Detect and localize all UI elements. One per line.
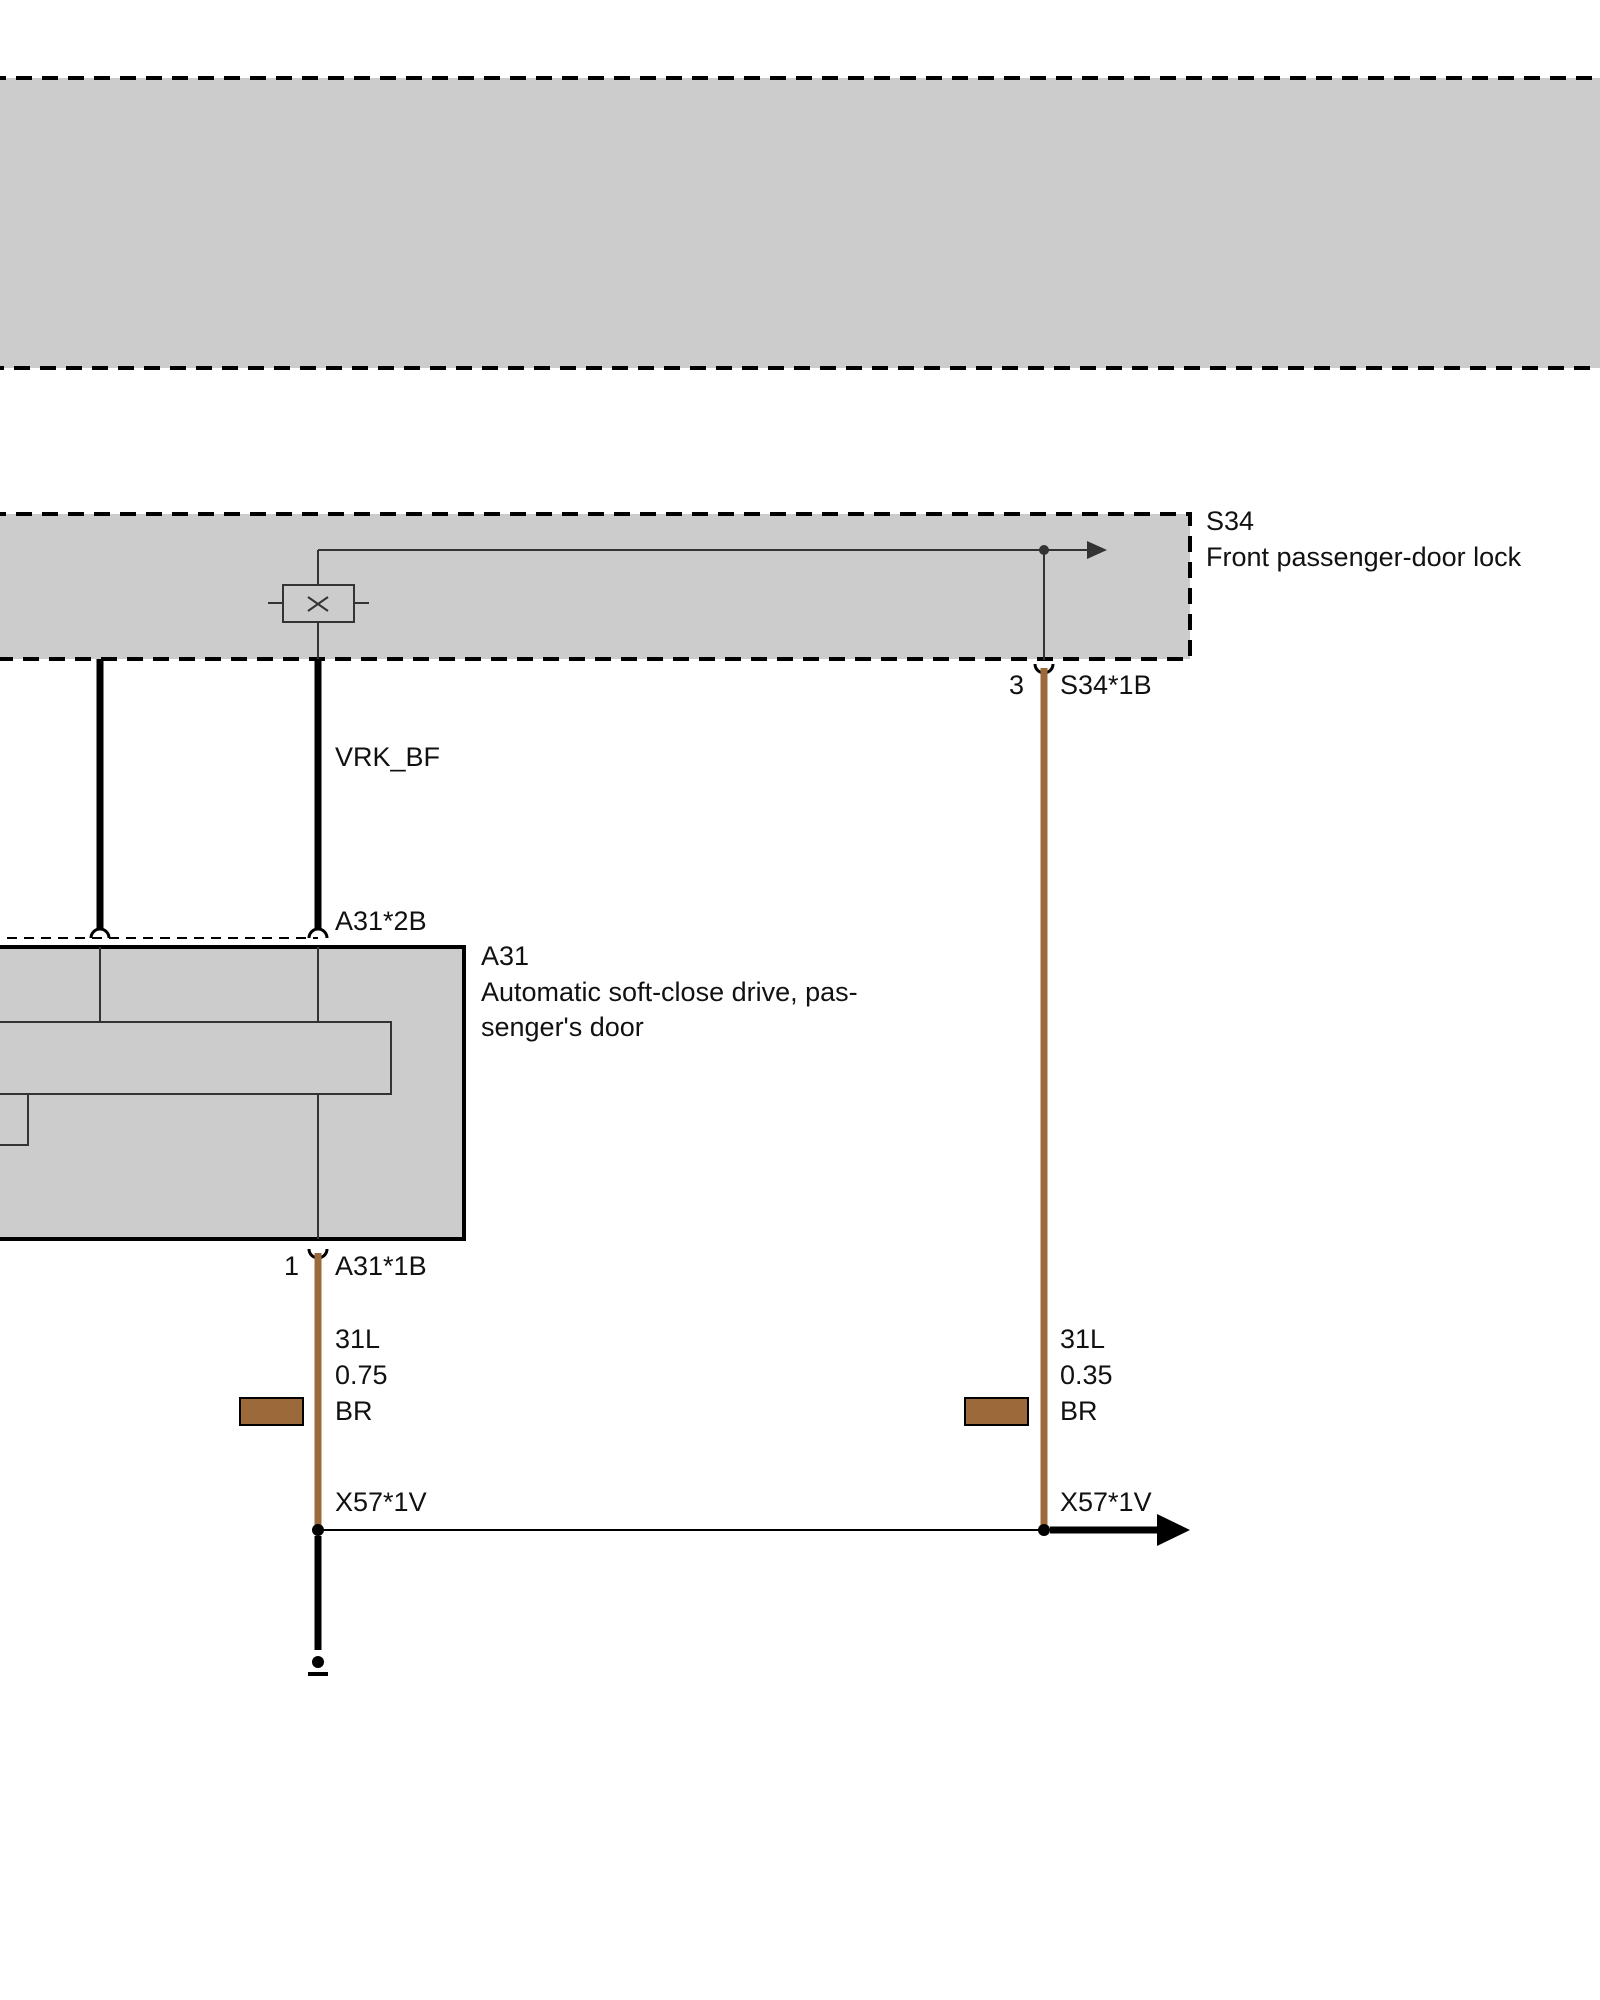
a31-internal-wiring: [0, 947, 392, 1239]
a31-2b-pin-right-icon: [307, 927, 329, 939]
s34-pin-number-label: 3: [1009, 670, 1024, 700]
s34-door-lock-box: [0, 512, 1192, 661]
a31-code-label: A31: [481, 941, 529, 971]
left-wire-color-swatch: [239, 1397, 304, 1426]
s34-name-label: Front passenger-door lock: [1206, 542, 1522, 572]
vrk-bf-signal-label: VRK_BF: [335, 742, 440, 772]
a31-2b-connector-label: A31*2B: [335, 906, 427, 936]
left-wire-color-label: BR: [335, 1396, 373, 1426]
a31-name-line1-label: Automatic soft-close drive, pas-: [481, 977, 858, 1007]
top-component-region: [0, 76, 1600, 370]
left-wire-terminal-label: 31L: [335, 1324, 380, 1354]
s34-connector-label: S34*1B: [1060, 670, 1152, 700]
s34-internal-arrow-icon: [1087, 541, 1107, 559]
ground-end-dot: [312, 1656, 324, 1668]
x57-right-junction-label: X57*1V: [1060, 1487, 1152, 1517]
right-wire-gauge-label: 0.35: [1060, 1360, 1113, 1390]
s34-switch-icon: [282, 584, 355, 623]
x57-left-junction-dot: [312, 1524, 324, 1536]
x57-right-junction-dot: [1038, 1524, 1050, 1536]
a31-pin-number-label: 1: [284, 1251, 299, 1281]
right-wire-color-swatch: [964, 1397, 1029, 1426]
right-wire-terminal-label: 31L: [1060, 1324, 1105, 1354]
right-wire-color-label: BR: [1060, 1396, 1098, 1426]
s34-code-label: S34: [1206, 506, 1254, 536]
s34-junction-dot: [1039, 545, 1049, 555]
x57-output-arrow-icon: [1157, 1514, 1190, 1546]
x57-left-junction-label: X57*1V: [335, 1487, 427, 1517]
left-wire-gauge-label: 0.75: [335, 1360, 388, 1390]
a31-name-line2-label: senger's door: [481, 1012, 644, 1042]
s34-internal-wiring: [268, 549, 1090, 660]
a31-1b-connector-label: A31*1B: [335, 1251, 427, 1281]
a31-2b-pin-left-icon: [89, 927, 111, 939]
